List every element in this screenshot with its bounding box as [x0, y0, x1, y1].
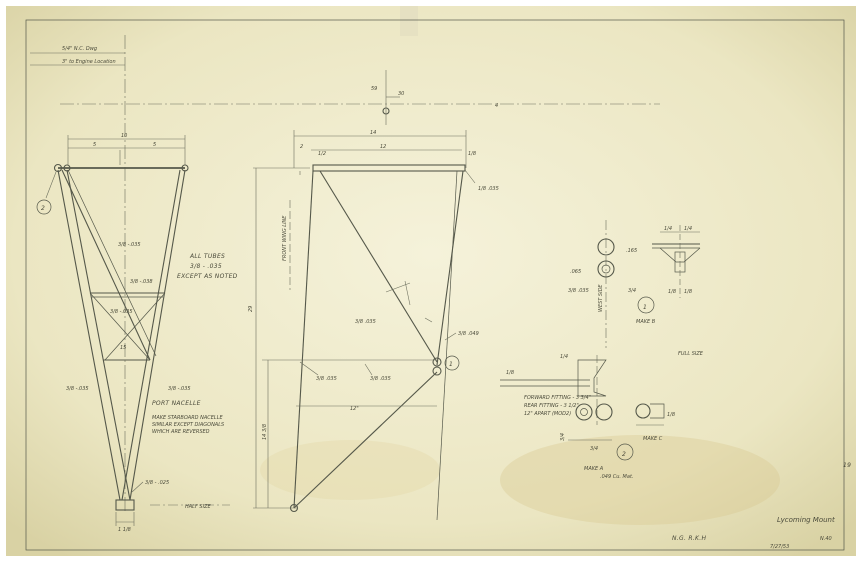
center-dim-a: 2 — [300, 144, 303, 150]
make-c-dim: 1/8 — [667, 412, 675, 418]
center-dim-bottom-height: 14 3/8 — [262, 424, 268, 440]
left-tube-label-2: 3/8 -.038 — [130, 279, 153, 285]
make-a-label: MAKE A — [584, 466, 604, 472]
left-view: 10 5 5 2 3/8 -.035 3/8 -.038 3/8 -.035 3… — [36, 35, 230, 533]
left-title: PORT NACELLE — [152, 400, 201, 407]
center-callout: 1 — [449, 361, 453, 368]
center-dim-mid: 12 — [380, 144, 386, 150]
header-note-2: 3" to Engine Location — [62, 59, 116, 65]
header-notes: 5/4" N.C. Dwg 3" to Engine Location — [30, 46, 125, 66]
center-tube-label-5: 3/8 .035 — [370, 376, 391, 382]
general-note-3: EXCEPT AS NOTED — [177, 273, 238, 280]
general-note-2: 3/8 - .035 — [190, 263, 222, 270]
full-size-label: FULL SIZE — [678, 351, 704, 357]
left-tube-label-1: 3/8 -.035 — [118, 242, 141, 248]
footer-ref: N.40 — [820, 536, 832, 542]
general-note-1: ALL TUBES — [189, 253, 225, 260]
profile-dim-2: 1/4 — [684, 226, 692, 232]
center-tube-label-4: 3/8 .035 — [316, 376, 337, 382]
detail2-dim-4: 3/4 — [590, 446, 598, 452]
center-view: 59 30 14 12 2 1/2 1/8 1/8 .035 1 3/8 .0 — [248, 70, 499, 521]
tape-mark — [400, 6, 418, 36]
center-dim-2: 30 — [398, 91, 404, 97]
center-dim-low: 12" — [350, 406, 359, 412]
drawing-border — [25, 19, 845, 551]
fitting-note-1: FORWARD FITTING - 3 3/4" — [524, 395, 591, 401]
profile-dim-4: 1/8 — [684, 289, 692, 295]
profile-dim-1: 1/4 — [664, 226, 672, 232]
left-bottom-tube: 3/8 - .025 — [145, 480, 169, 486]
water-stain — [500, 435, 780, 525]
center-dim-top: 14 — [370, 130, 376, 136]
center-dim-c: 1/8 — [468, 151, 476, 157]
details: .065 .165 3/8 .035 3/4 WEST SIDE 1 MAKE … — [500, 220, 704, 480]
footer: N.G. R.K.H Lycoming Mount 7/27/53 N.40 1… — [672, 462, 851, 550]
footer-title: Lycoming Mount — [777, 516, 835, 524]
detail1-dim-4: 3/4 — [628, 288, 636, 294]
left-scale: HALF SIZE — [185, 504, 212, 510]
fitting-note-3: 12" APART (MOD2) — [524, 411, 571, 417]
profile-dim-3: 1/8 — [668, 289, 676, 295]
paper-background — [6, 6, 856, 556]
detail2-dim-1: 1/8 — [506, 370, 514, 376]
detail1-dim-1: .065 — [570, 269, 581, 275]
center-tube-label-3: 3/8 .049 — [458, 331, 479, 337]
left-dim-bottom: 1 1/8 — [118, 527, 131, 533]
header-note-1: 5/4" N.C. Dwg — [62, 46, 97, 52]
footer-initials: N.G. R.K.H — [672, 535, 706, 542]
make-b-label: MAKE B — [636, 319, 656, 325]
fitting-note-2: REAR FITTING - 3 1/2" — [524, 403, 579, 409]
center-dim-b: 1/2 — [318, 151, 326, 157]
water-stain-small — [260, 440, 440, 500]
left-dim-top: 10 — [121, 133, 127, 139]
left-tube-label-4: 3/8 -.035 — [66, 386, 89, 392]
detail1-dim-3: 3/8 .035 — [568, 288, 589, 294]
svg-text:4: 4 — [495, 103, 498, 109]
detail2-dim-3: 3/4 — [560, 433, 566, 441]
joint-fitting — [432, 357, 442, 367]
left-tube-label-3: 3/8 -.035 — [110, 309, 133, 315]
front-wing-line-label: FRONT WING LINE — [282, 215, 288, 261]
center-dim-1: 59 — [371, 86, 377, 92]
detail1-callout: 1 — [643, 304, 647, 311]
left-note-1: MAKE STARBOARD NACELLE — [152, 415, 224, 421]
left-mid-label: 15 — [120, 345, 126, 351]
center-dim-height: 29 — [248, 306, 254, 312]
left-tube-label-5: 3/8 -.035 — [168, 386, 191, 392]
left-callout: 2 — [41, 205, 45, 212]
left-note-2: SIMILAR EXCEPT DIAGONALS — [152, 422, 225, 428]
sheet-number: 19 — [843, 462, 851, 469]
detail1-dim-2: .165 — [626, 248, 637, 254]
left-dim-right: 5 — [153, 142, 156, 148]
left-callout-circle — [36, 199, 52, 215]
left-note-3: WHICH ARE REVERSED — [152, 429, 210, 435]
center-tube-label-1: 1/8 .035 — [478, 186, 499, 192]
general-note: ALL TUBES 3/8 - .035 EXCEPT AS NOTED — [177, 253, 238, 280]
detail2-dim-2: 1/4 — [560, 354, 568, 360]
detail2-callout: 2 — [622, 451, 626, 458]
make-a-note: .049 Cu. Mat. — [600, 474, 634, 480]
left-dim-left: 5 — [93, 142, 96, 148]
make-c-label: MAKE C — [643, 436, 663, 442]
center-tube-label-2: 3/8 .035 — [355, 319, 376, 325]
detail1-label: WEST SIDE — [598, 284, 604, 312]
footer-date: 7/27/53 — [770, 544, 789, 550]
